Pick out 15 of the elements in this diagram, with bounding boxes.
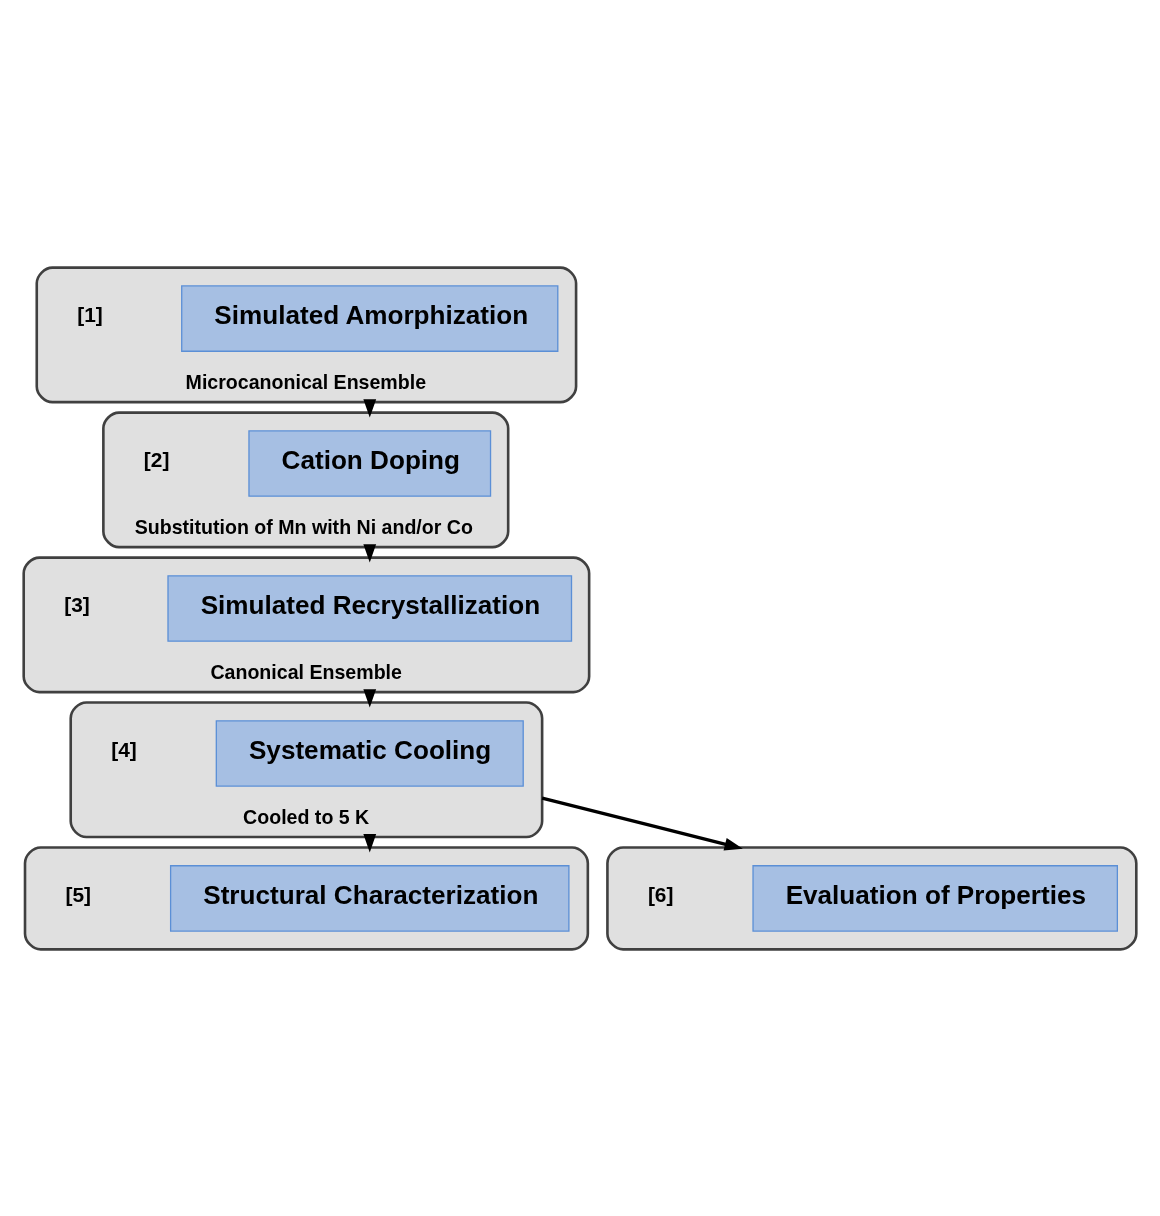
node-label: [2]: [143, 447, 170, 471]
node-box: Structural Characterization: [169, 864, 570, 932]
cluster: [606, 845, 1138, 951]
node-label: [6]: [647, 882, 674, 906]
arrow: [541, 796, 743, 850]
node-box: Simulated Amorphization: [181, 284, 559, 352]
node-label: [5]: [65, 882, 92, 906]
node-box: Systematic Cooling: [215, 719, 524, 787]
node-box: Evaluation of Properties: [752, 864, 1118, 932]
node-box: Simulated Recrystallization: [167, 574, 573, 642]
node-label: [3]: [64, 592, 90, 616]
node-box: Cation Doping: [248, 429, 492, 497]
node-label: [1]: [77, 302, 103, 326]
node-label: [4]: [111, 737, 137, 761]
cluster: [23, 845, 590, 951]
